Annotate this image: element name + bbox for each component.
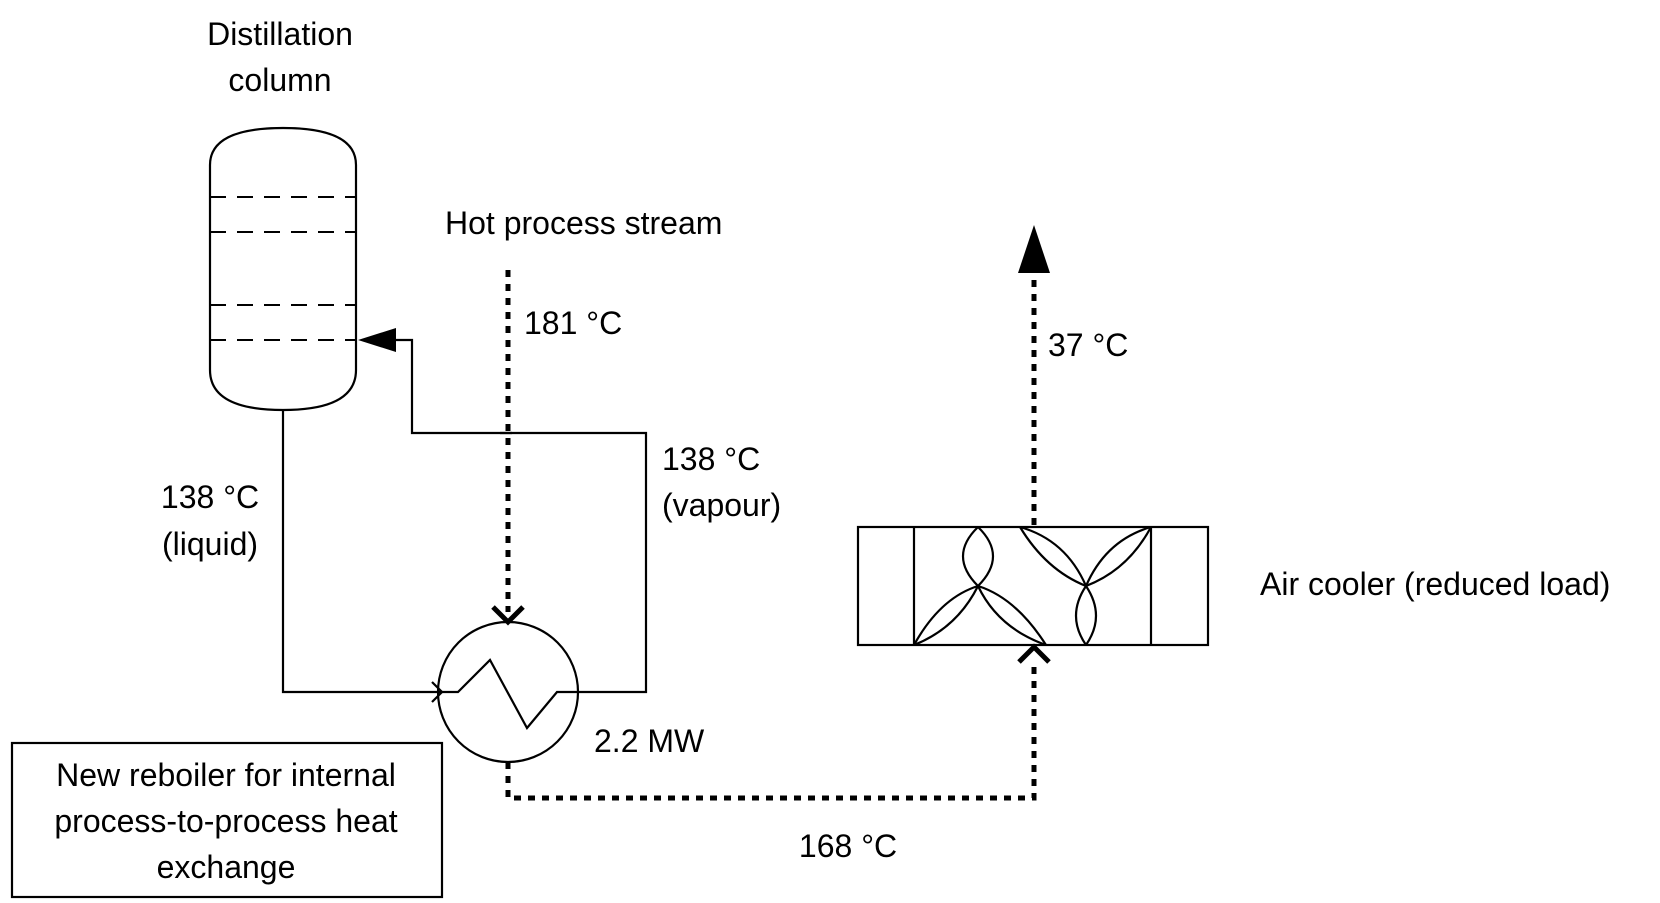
distillation-column xyxy=(208,126,358,412)
vapour-line-right xyxy=(500,431,648,694)
fan-icon xyxy=(913,526,1047,647)
vapour-line-left xyxy=(396,338,512,435)
reboiler xyxy=(436,620,580,764)
hot-out-temperature: 168 °C xyxy=(799,828,897,864)
cooler-out-temperature: 37 °C xyxy=(1048,327,1128,363)
vapour-temperature: 138 °C xyxy=(662,441,760,477)
air-cooler xyxy=(856,525,1210,647)
hot-stream-out-line xyxy=(505,660,1037,801)
hot-in-temperature: 181 °C xyxy=(524,305,622,341)
cooler-outlet-arrow xyxy=(1018,225,1050,273)
column-label-line2: column xyxy=(228,62,331,98)
hot-stream-label: Hot process stream xyxy=(445,205,722,241)
note-line1: New reboiler for internal xyxy=(56,757,396,793)
cooler-inlet-arrow xyxy=(1017,643,1051,664)
note-line3: exchange xyxy=(157,849,296,885)
fan-icon xyxy=(1019,525,1152,646)
exchanger-zigzag xyxy=(438,658,578,730)
column-label-line1: Distillation xyxy=(207,16,353,52)
note-line2: process-to-process heat xyxy=(54,803,397,839)
air-cooler-label: Air cooler (reduced load) xyxy=(1260,566,1610,602)
liquid-temperature: 138 °C xyxy=(161,479,259,515)
reboiler-duty: 2.2 MW xyxy=(594,723,705,759)
hot-stream-arrow xyxy=(491,605,525,626)
note-box xyxy=(10,741,444,899)
liquid-phase-label: (liquid) xyxy=(162,526,258,562)
liquid-line xyxy=(281,410,438,694)
vapour-return-arrow xyxy=(358,328,396,352)
vapour-phase-label: (vapour) xyxy=(662,487,781,523)
